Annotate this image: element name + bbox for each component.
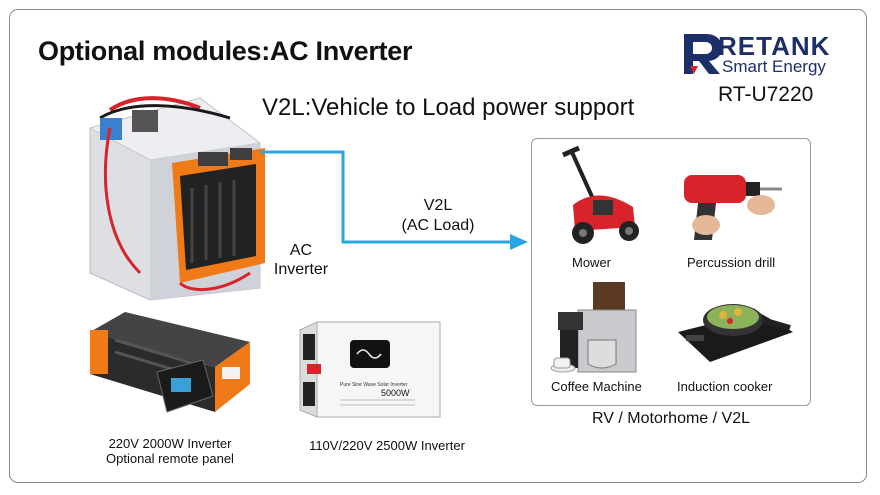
inverter-2-display: 5000W [381, 388, 410, 398]
inverter-1-line1: 220V 2000W Inverter [108, 436, 232, 451]
subtitle: V2L:Vehicle to Load power support [262, 94, 635, 121]
induction-cooker-icon [678, 304, 793, 362]
inverter-2-line1: 110V/220V 2500W Inverter [309, 438, 465, 453]
drill-icon [684, 175, 782, 240]
lawn-mower-icon [561, 145, 639, 244]
inverter-2-caption: 110V/220V 2500W Inverter [292, 438, 482, 453]
inverter-2000w-image [90, 312, 250, 413]
inverter-1-caption: 220V 2000W Inverter Optional remote pane… [90, 436, 250, 466]
inverter-1-line2: Optional remote panel [106, 451, 234, 466]
retank-logo [684, 34, 722, 74]
page-title: Optional modules:AC Inverter [38, 36, 413, 66]
content-frame [9, 9, 867, 483]
brand-tagline: Smart Energy [722, 57, 826, 76]
load-label-mower: Mower [572, 255, 612, 270]
arrow-label-line1: V2L [423, 197, 453, 214]
source-label-line2: Inverter [273, 261, 329, 278]
brand-name: RETANK [718, 31, 831, 61]
coffee-machine-icon [550, 282, 637, 373]
model-number: RT-U7220 [718, 83, 814, 106]
arrow-label: V2L (AC Load) [388, 196, 488, 236]
arrow-label-line2: (AC Load) [401, 217, 475, 234]
source-label: AC Inverter [266, 241, 336, 279]
load-label-coffee: Coffee Machine [551, 379, 642, 394]
load-label-drill: Percussion drill [687, 255, 776, 270]
v2l-arrow [260, 150, 528, 250]
source-label-line1: AC [289, 242, 313, 259]
inverter-2500w-image: Pure Sine Wave Solar Inverter 5000W [299, 321, 441, 418]
inverter-2-label: Pure Sine Wave Solar Inverter [340, 382, 408, 388]
load-label-cooker: Induction cooker [677, 379, 773, 394]
battery-inverter-image [88, 96, 265, 301]
loads-caption: RV / Motorhome / V2L [592, 410, 750, 427]
